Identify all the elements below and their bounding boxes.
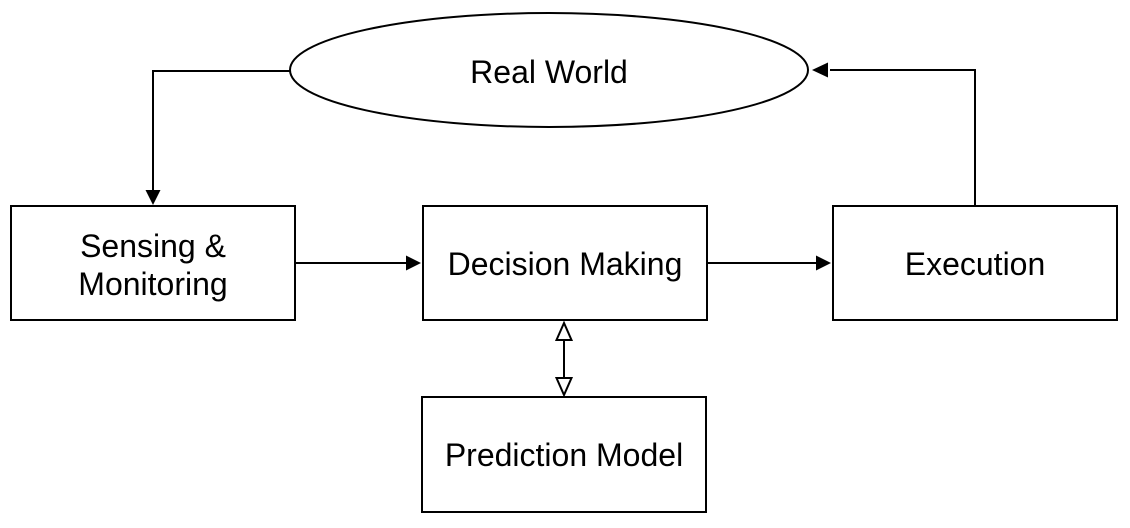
arrowhead-left-into-real-world <box>812 62 828 78</box>
node-sensing-monitoring-label-line2: Monitoring <box>78 266 227 302</box>
open-arrowheads-layer <box>554 320 574 398</box>
node-decision-making-label: Decision Making <box>448 246 683 282</box>
node-decision-making <box>422 205 708 321</box>
node-prediction-model <box>421 396 707 513</box>
open-arrowhead-up-into-decision <box>554 320 574 341</box>
arrowhead-right-into-execution <box>816 255 831 271</box>
edge-execution-to-real-world <box>830 69 976 206</box>
arrowhead-down-into-sensing <box>145 190 161 205</box>
edge-real-world-to-sensing <box>152 70 290 192</box>
node-real-world-label: Real World <box>470 54 628 90</box>
edges-layer <box>152 69 976 380</box>
node-execution-label: Execution <box>905 246 1046 282</box>
open-arrowhead-down-into-prediction <box>554 377 574 398</box>
node-execution <box>832 205 1118 321</box>
shapes-layer <box>10 12 1118 513</box>
node-sensing-monitoring-label-line1: Sensing & <box>80 228 226 264</box>
solid-arrowheads-layer <box>145 62 831 271</box>
arrowhead-right-into-decision <box>406 255 421 271</box>
node-sensing-monitoring <box>10 205 296 321</box>
node-prediction-model-label: Prediction Model <box>445 437 683 473</box>
labels-layer: Real World Sensing & Monitoring Decision… <box>78 54 1045 473</box>
